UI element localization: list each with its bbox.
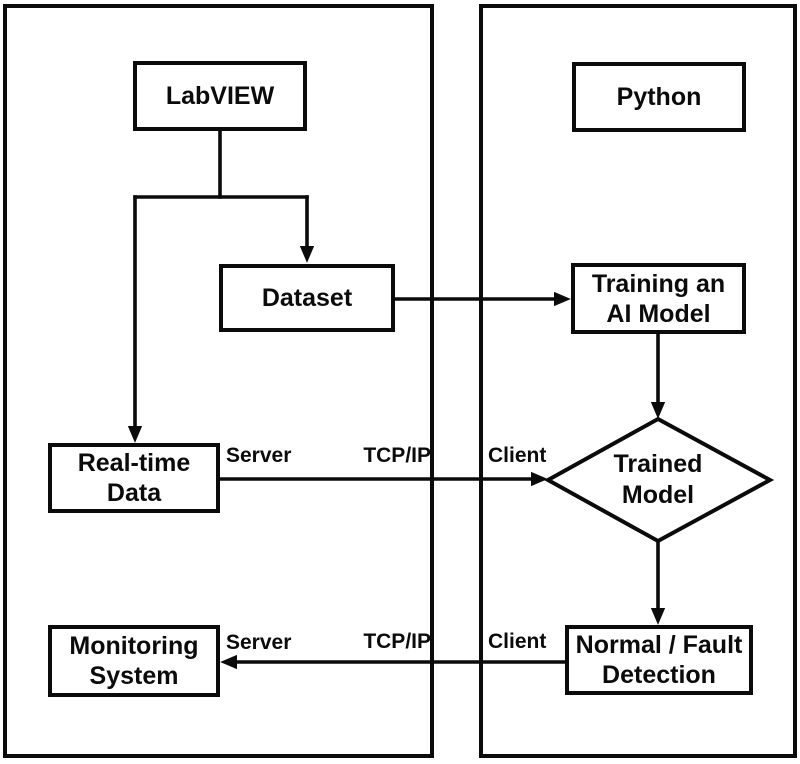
training-ai-model-node: Training an AI Model: [571, 263, 746, 334]
training-node-line1: Training an: [591, 269, 726, 298]
realtime-node-line1: Real-time: [77, 449, 191, 477]
normal-fault-detection-node: Normal / Fault Detection: [565, 625, 753, 695]
server-label-top: Server: [226, 444, 292, 467]
server-label-bottom: Server: [226, 631, 292, 654]
trained-model-line1: Trained: [613, 450, 703, 478]
python-node-label: Python: [616, 83, 702, 111]
detection-node-line2: Detection: [602, 661, 716, 689]
dataset-node: Dataset: [219, 264, 395, 332]
monitoring-system-node: Monitoring System: [48, 625, 220, 697]
real-time-data-node: Real-time Data: [48, 443, 220, 513]
trained-model-line2: Model: [621, 481, 695, 509]
client-label-bottom: Client: [488, 630, 547, 653]
monitoring-node-line2: System: [89, 662, 179, 690]
labview-node-label: LabVIEW: [165, 82, 275, 110]
training-node-line2: AI Model: [606, 299, 711, 328]
trained-model-diamond: [543, 416, 775, 544]
realtime-node-line2: Data: [106, 479, 162, 507]
python-container: [479, 4, 797, 758]
python-node: Python: [572, 62, 746, 132]
detection-node-line1: Normal / Fault: [575, 631, 743, 659]
client-label-top: Client: [488, 444, 547, 467]
dataset-node-label: Dataset: [261, 284, 353, 312]
tcpip-label-top: TCP/IP: [363, 444, 431, 467]
trained-model-label: Trained Model: [583, 448, 733, 512]
monitoring-node-line1: Monitoring: [69, 632, 199, 660]
labview-container: [3, 4, 434, 758]
tcpip-label-bottom: TCP/IP: [363, 630, 431, 653]
labview-node: LabVIEW: [133, 61, 307, 131]
